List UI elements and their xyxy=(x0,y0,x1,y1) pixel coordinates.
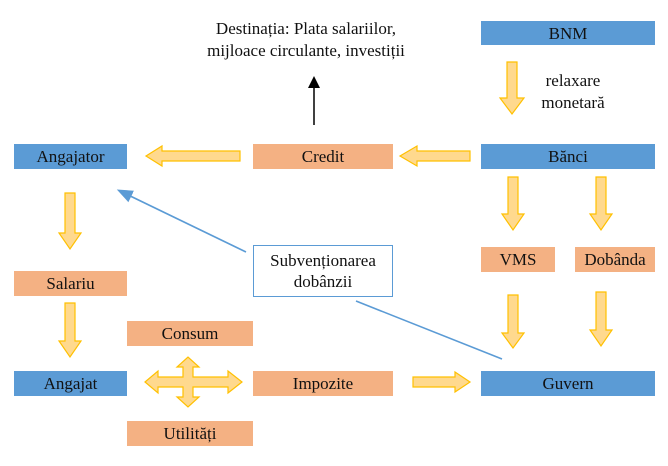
node-angajat-label: Angajat xyxy=(43,374,98,393)
line-subventionare-angajator xyxy=(116,189,247,253)
node-impozite-label: Impozite xyxy=(292,374,354,393)
arrow-banci-vms xyxy=(500,176,526,232)
arrow-credit-angajator xyxy=(144,144,241,168)
relaxare-line-2: monetară xyxy=(541,93,605,113)
node-dobanda-label: Dobânda xyxy=(584,250,646,269)
node-banci: Bănci xyxy=(481,144,655,169)
node-consum-label: Consum xyxy=(161,324,219,343)
arrow-dobanda-guvern xyxy=(588,291,614,348)
arrow-banci-credit xyxy=(398,144,471,168)
relaxare-label: relaxare monetară xyxy=(528,70,618,114)
node-dobanda: Dobânda xyxy=(575,247,655,272)
node-impozite: Impozite xyxy=(253,371,393,396)
node-angajator-label: Angajator xyxy=(36,147,105,166)
arrow-salariu-angajat xyxy=(57,302,83,359)
destination-line-2: mijloace circulante, investiții xyxy=(207,41,405,61)
node-credit-label: Credit xyxy=(301,147,345,166)
destination-label: Destinația: Plata salariilor, mijloace c… xyxy=(190,18,422,62)
node-angajator: Angajator xyxy=(14,144,127,169)
node-salariu-label: Salariu xyxy=(46,274,95,293)
node-utilitati: Utilități xyxy=(127,421,253,446)
node-banci-label: Bănci xyxy=(548,147,588,166)
node-guvern: Guvern xyxy=(481,371,655,396)
node-consum: Consum xyxy=(127,321,253,346)
node-bnm-label: BNM xyxy=(548,23,588,43)
node-subventionare: Subvenționarea dobânzii xyxy=(253,245,393,297)
relaxare-line-1: relaxare xyxy=(545,71,601,90)
node-guvern-label: Guvern xyxy=(542,374,594,393)
node-salariu: Salariu xyxy=(14,271,127,296)
node-angajat: Angajat xyxy=(14,371,127,396)
arrow-angajator-salariu xyxy=(57,192,83,251)
arrow-vms-guvern xyxy=(500,294,526,350)
arrow-four-way xyxy=(144,356,243,408)
destination-line-1: Destinația: Plata salariilor, xyxy=(215,19,397,38)
arrow-impozite-guvern xyxy=(412,370,472,394)
node-vms: VMS xyxy=(481,247,555,272)
node-subventionare-line-2: dobânzii xyxy=(293,272,353,291)
line-guvern-subventionare xyxy=(355,300,503,360)
arrow-bnm-banci xyxy=(498,61,526,115)
node-vms-label: VMS xyxy=(499,250,537,269)
node-utilitati-label: Utilități xyxy=(163,424,217,443)
node-subventionare-line-1: Subvenționarea xyxy=(270,250,376,270)
node-credit: Credit xyxy=(253,144,393,169)
arrow-banci-dobanda xyxy=(588,176,614,232)
node-bnm: BNM xyxy=(481,21,655,45)
